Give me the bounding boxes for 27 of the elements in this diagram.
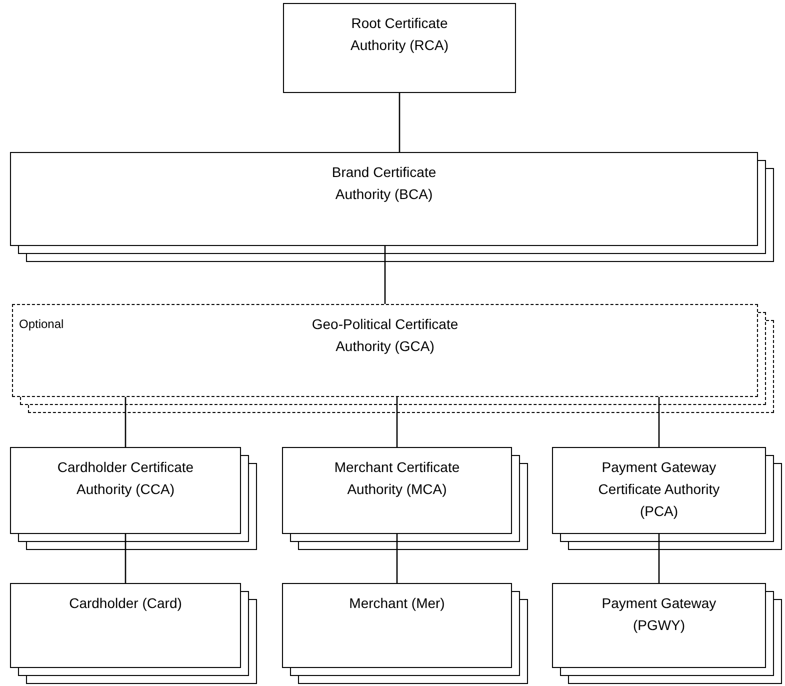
connector-line — [124, 534, 126, 583]
box-label: Payment Gateway Certificate Authority (PCA) — [597, 458, 721, 521]
certificate-authority-box — [283, 3, 516, 93]
certificate-authority-box — [10, 152, 758, 246]
certificate-authority-box — [282, 447, 512, 534]
connector-line — [396, 534, 398, 583]
connector-line — [398, 93, 400, 152]
connector-line — [384, 246, 386, 304]
certificate-authority-box — [10, 583, 241, 668]
box-label: Payment Gateway (PGWY) — [600, 594, 718, 635]
box-label: Cardholder Certificate Authority (CCA) — [56, 458, 195, 499]
certificate-authority-box — [10, 447, 241, 534]
connector-line — [396, 397, 398, 447]
box-label: Geo-Political Certificate Authority (GCA) — [310, 315, 460, 356]
certificate-authority-box — [552, 583, 766, 668]
box-label: Merchant Certificate Authority (MCA) — [333, 458, 461, 499]
optional-tag: Optional — [19, 315, 64, 333]
box-label: Root Certificate Authority (RCA) — [349, 14, 450, 55]
connector-line — [124, 397, 126, 447]
box-label: Cardholder (Card) — [68, 594, 183, 613]
certificate-authority-box — [282, 583, 512, 668]
connector-line — [658, 534, 660, 583]
connector-line — [658, 397, 660, 447]
certificate-authority-box — [552, 447, 766, 534]
certificate-authority-box — [12, 304, 758, 397]
box-label: Merchant (Mer) — [348, 594, 446, 613]
box-label: Brand Certificate Authority (BCA) — [330, 163, 438, 204]
